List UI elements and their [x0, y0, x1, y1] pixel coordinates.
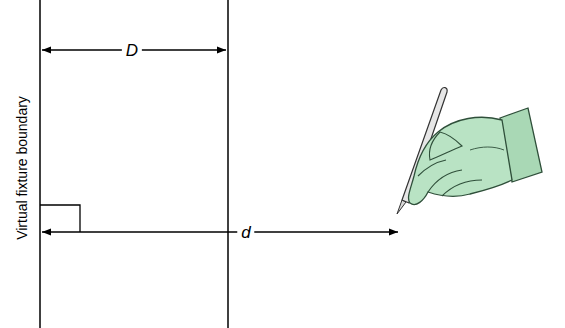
- dimension-label: d: [237, 222, 254, 243]
- gloved-hand: [397, 88, 542, 214]
- boundary-label: Virtual fixture boundary: [15, 96, 29, 240]
- boundary-line: [39, 0, 41, 328]
- dimension-label: D: [122, 40, 142, 61]
- offset-line: [227, 0, 229, 328]
- dimension-arrow: [42, 231, 398, 232]
- right-angle-mark: [40, 205, 80, 232]
